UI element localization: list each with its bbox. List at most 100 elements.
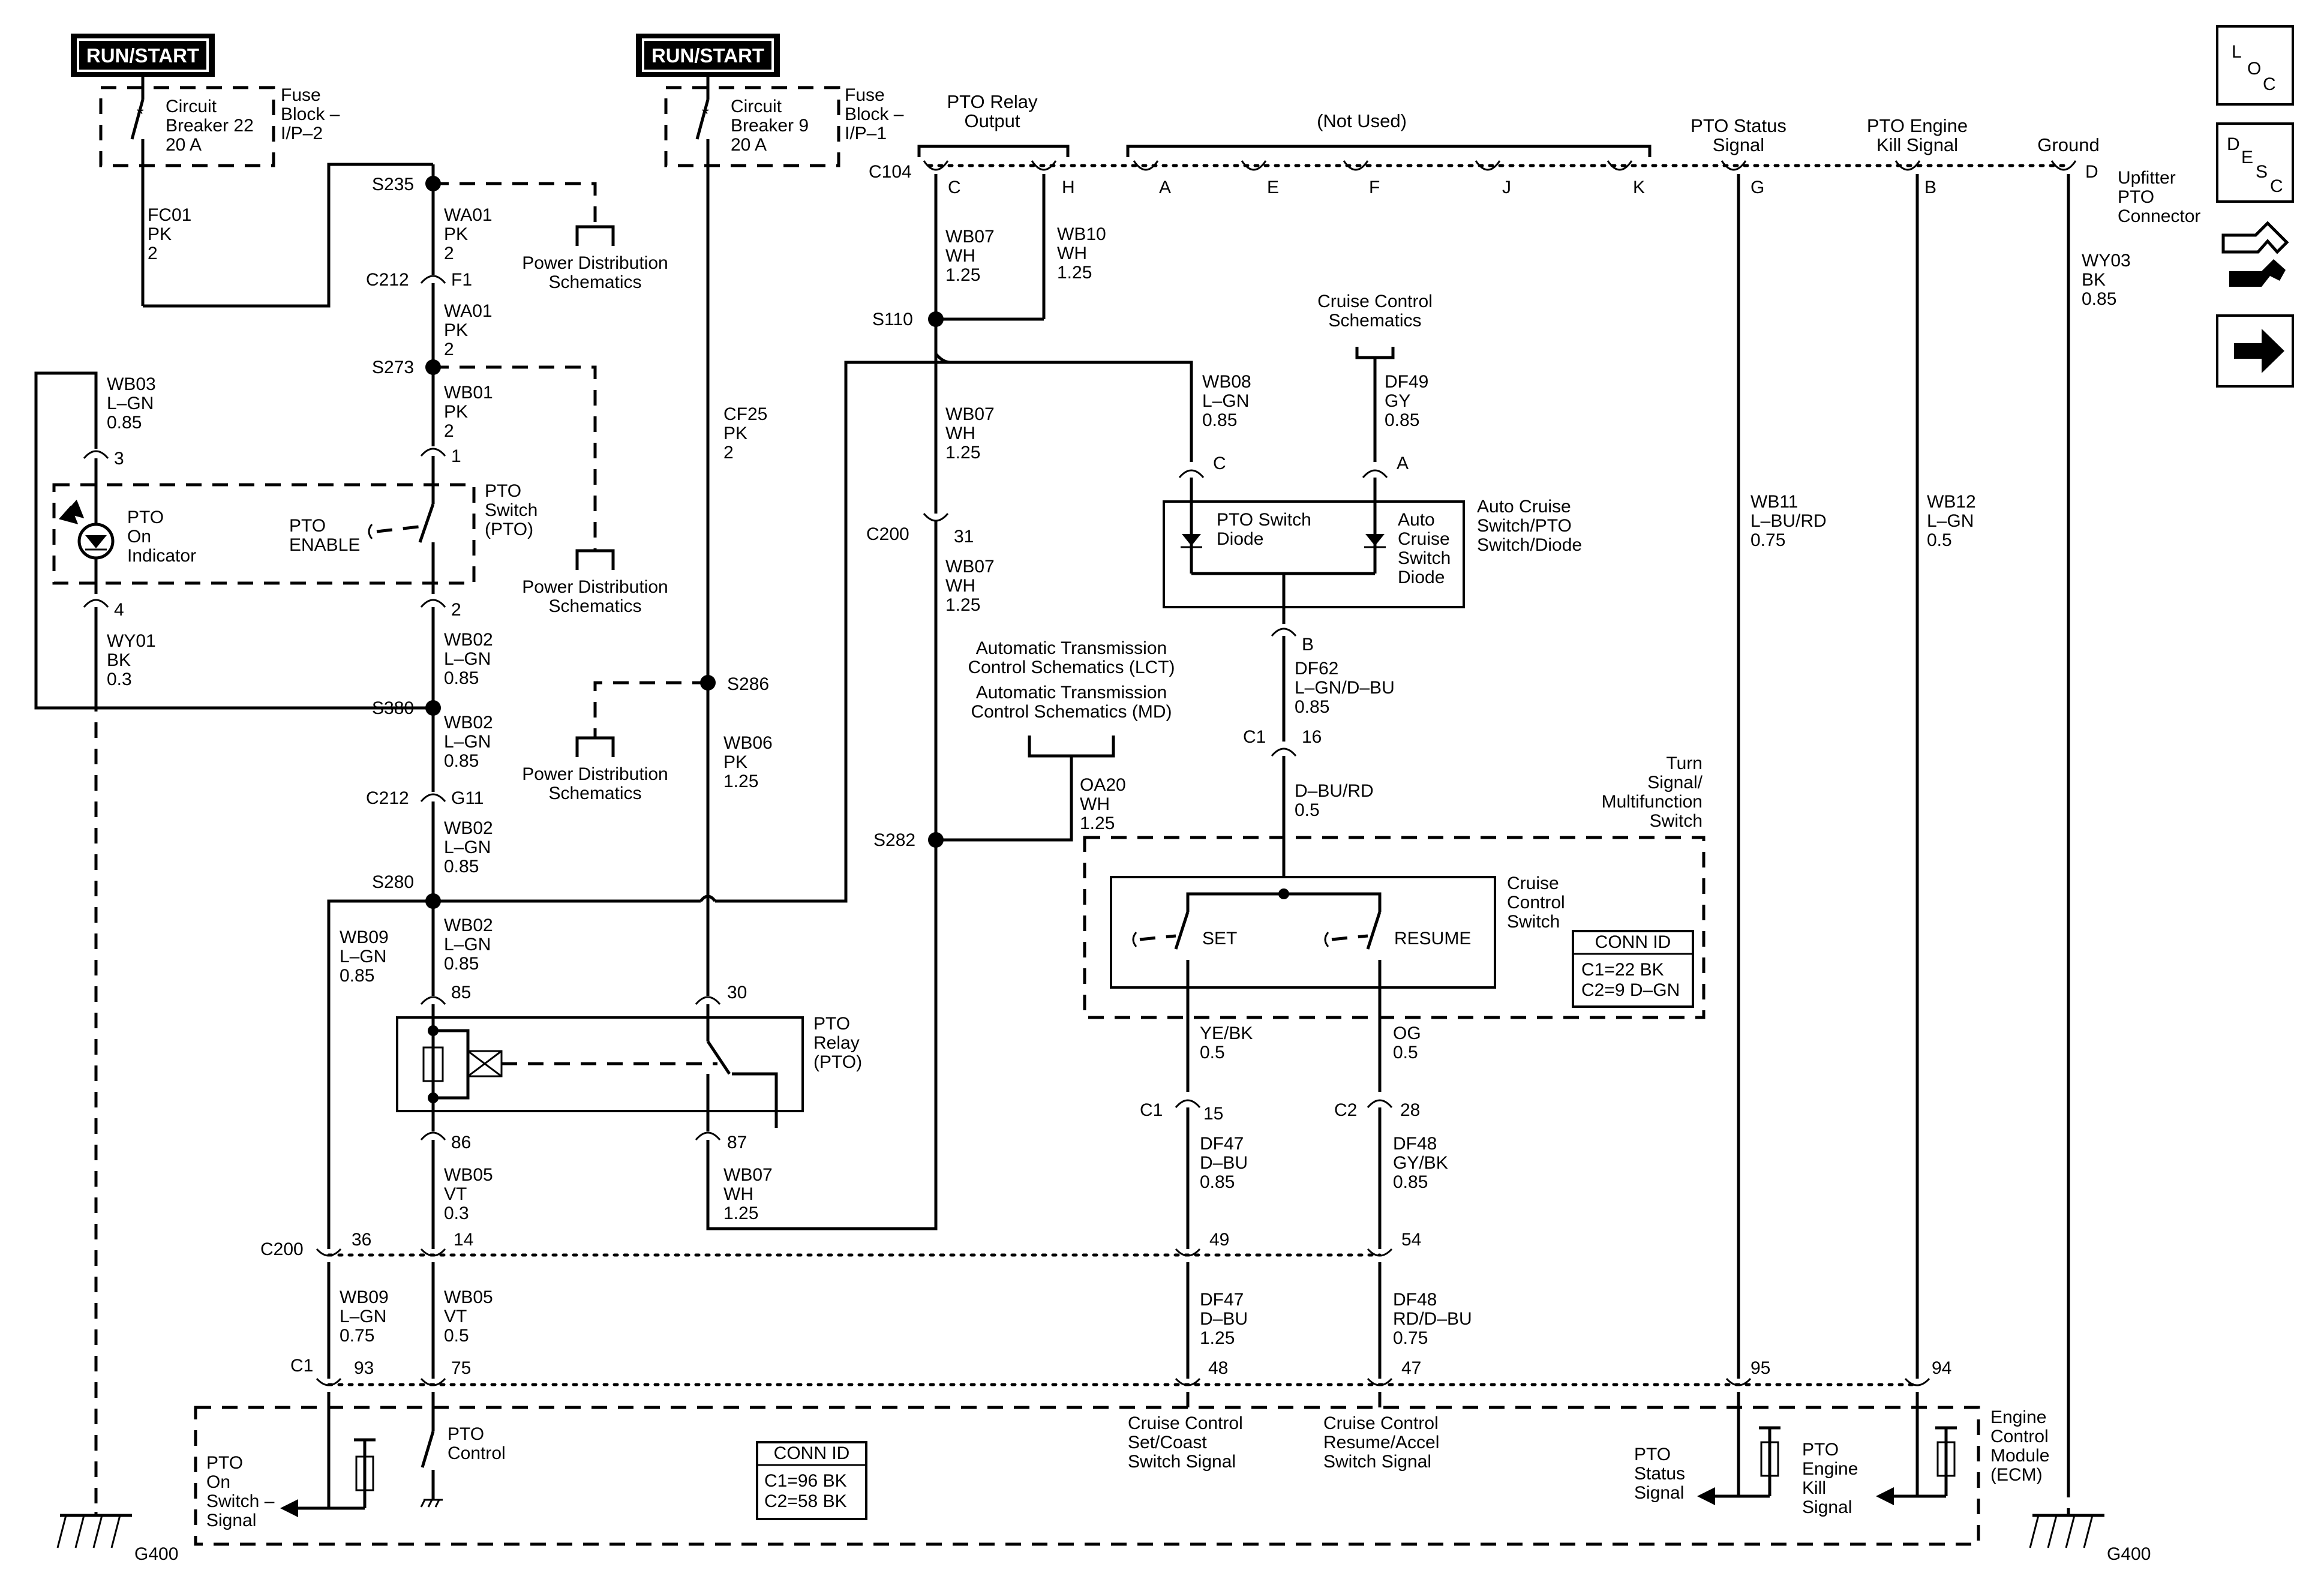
svg-text:95: 95 <box>1750 1358 1770 1378</box>
wire-fc01-size: 2 <box>148 244 158 263</box>
svg-text:1.25: 1.25 <box>1057 263 1092 283</box>
svg-text:Resume/Accel: Resume/Accel <box>1323 1433 1439 1452</box>
svg-text:PTO: PTO <box>485 481 521 501</box>
svg-text:75: 75 <box>451 1358 471 1378</box>
svg-text:Power Distribution: Power Distribution <box>522 253 668 273</box>
loc-button[interactable]: L O C <box>2216 25 2294 106</box>
svg-text:WB08: WB08 <box>1202 372 1251 392</box>
svg-text:93: 93 <box>354 1358 374 1378</box>
splice-s110 <box>928 311 944 327</box>
svg-text:PTO: PTO <box>1802 1440 1839 1460</box>
conn-c212-label: C212 <box>366 270 409 290</box>
wire-cf25-size: 2 <box>723 443 734 463</box>
svg-text:PTO: PTO <box>2118 187 2154 207</box>
svg-text:0.5: 0.5 <box>444 1326 469 1346</box>
svg-text:L–GN: L–GN <box>340 947 386 966</box>
ground-g400-right: G400 <box>2029 1482 2151 1564</box>
svg-text:WH: WH <box>945 246 975 266</box>
svg-text:D–BU: D–BU <box>1200 1309 1248 1329</box>
splice-s235-label: S235 <box>372 175 414 194</box>
svg-text:WB09: WB09 <box>340 927 389 947</box>
svg-text:Diode: Diode <box>1217 529 1263 549</box>
svg-text:S: S <box>2256 162 2268 182</box>
svg-text:1.25: 1.25 <box>723 772 758 791</box>
svg-text:PTO: PTO <box>448 1424 484 1444</box>
svg-text:Kill Signal: Kill Signal <box>1876 134 1958 155</box>
svg-text:S280: S280 <box>372 872 414 892</box>
svg-text:RD/D–BU: RD/D–BU <box>1393 1309 1472 1329</box>
svg-text:Switch: Switch <box>485 500 538 520</box>
fuse-left-block3: I/P–2 <box>281 124 323 143</box>
ecm-box <box>194 1406 1980 1546</box>
svg-text:0.85: 0.85 <box>444 857 479 876</box>
svg-text:C2: C2 <box>1334 1100 1357 1120</box>
svg-text:Status: Status <box>1634 1464 1685 1484</box>
svg-text:WB06: WB06 <box>723 733 773 753</box>
svg-text:L–GN: L–GN <box>444 935 491 954</box>
svg-text:WB12: WB12 <box>1927 492 1976 512</box>
svg-text:WB05: WB05 <box>444 1287 493 1307</box>
fuse-left-rating: 20 A <box>166 135 202 155</box>
svg-text:PTO: PTO <box>813 1014 850 1034</box>
conn-id-ecm-table: CONN ID C1=96 BK C2=58 BK <box>756 1441 867 1520</box>
svg-text:ENABLE: ENABLE <box>289 535 360 555</box>
svg-text:BK: BK <box>107 650 131 670</box>
svg-text:85: 85 <box>451 983 471 1002</box>
svg-text:G400: G400 <box>134 1544 178 1564</box>
svg-text:0.85: 0.85 <box>1295 697 1329 717</box>
svg-text:Schematics: Schematics <box>548 596 641 616</box>
svg-text:1.25: 1.25 <box>1200 1328 1235 1348</box>
fuse-right-block3: I/P–1 <box>845 124 887 143</box>
svg-text:VT: VT <box>444 1307 467 1326</box>
svg-text:F: F <box>1369 178 1380 197</box>
svg-text:1: 1 <box>451 446 461 466</box>
svg-text:PTO: PTO <box>1634 1445 1671 1464</box>
desc-button[interactable]: D E S C <box>2216 122 2294 203</box>
svg-text:O: O <box>2247 59 2261 79</box>
svg-text:C212: C212 <box>366 788 409 808</box>
svg-text:DF48: DF48 <box>1393 1134 1437 1154</box>
svg-text:Auto: Auto <box>1398 510 1435 530</box>
wire-fc01-id: FC01 <box>148 205 191 225</box>
svg-text:Turn: Turn <box>1666 754 1703 773</box>
svg-text:C1=96 BK: C1=96 BK <box>764 1471 847 1491</box>
svg-text:On: On <box>206 1472 230 1492</box>
svg-text:DF49: DF49 <box>1385 372 1428 392</box>
run-start-left-label: RUN/START <box>86 44 199 67</box>
svg-text:C200: C200 <box>260 1239 304 1259</box>
svg-text:Cruise Control: Cruise Control <box>1323 1413 1439 1433</box>
svg-text:A: A <box>1159 178 1171 197</box>
svg-text:PTO: PTO <box>127 508 164 527</box>
svg-text:Switch Signal: Switch Signal <box>1323 1452 1431 1472</box>
svg-text:PTO Engine: PTO Engine <box>1867 115 1968 136</box>
svg-text:Switch –: Switch – <box>206 1491 275 1511</box>
svg-text:L: L <box>2232 42 2242 62</box>
svg-text:1.25: 1.25 <box>723 1203 758 1223</box>
svg-text:S273: S273 <box>372 358 414 377</box>
svg-text:WB02: WB02 <box>444 713 493 733</box>
turn-signal-switch-box <box>1083 836 1706 1019</box>
svg-text:On: On <box>127 527 151 547</box>
svg-text:Control: Control <box>1990 1427 2049 1446</box>
svg-text:0.5: 0.5 <box>1200 1043 1225 1062</box>
svg-text:C2=58 BK: C2=58 BK <box>764 1491 847 1511</box>
svg-text:0.75: 0.75 <box>340 1326 374 1346</box>
svg-text:D–BU: D–BU <box>1200 1153 1248 1173</box>
svg-text:WB03: WB03 <box>107 374 156 394</box>
svg-text:PK: PK <box>723 752 747 772</box>
svg-text:L–GN: L–GN <box>1927 511 1974 531</box>
next-arrow-button[interactable] <box>2216 314 2294 388</box>
connector-end-view-icon[interactable] <box>2221 221 2289 287</box>
svg-text:1.25: 1.25 <box>1080 813 1115 833</box>
svg-text:VT: VT <box>444 1184 467 1204</box>
svg-text:Schematics: Schematics <box>548 784 641 803</box>
fuse-right-title2: Breaker 9 <box>731 116 809 136</box>
svg-text:C1: C1 <box>1140 1100 1163 1120</box>
svg-text:Switch Signal: Switch Signal <box>1128 1452 1236 1472</box>
fuse-right-rating: 20 A <box>731 135 767 155</box>
svg-text:Control Schematics (MD): Control Schematics (MD) <box>971 702 1172 722</box>
svg-text:E: E <box>1267 178 1279 197</box>
diode-icon <box>1182 534 1201 546</box>
svg-text:Output: Output <box>964 110 1020 131</box>
svg-text:Multifunction: Multifunction <box>1602 792 1703 812</box>
